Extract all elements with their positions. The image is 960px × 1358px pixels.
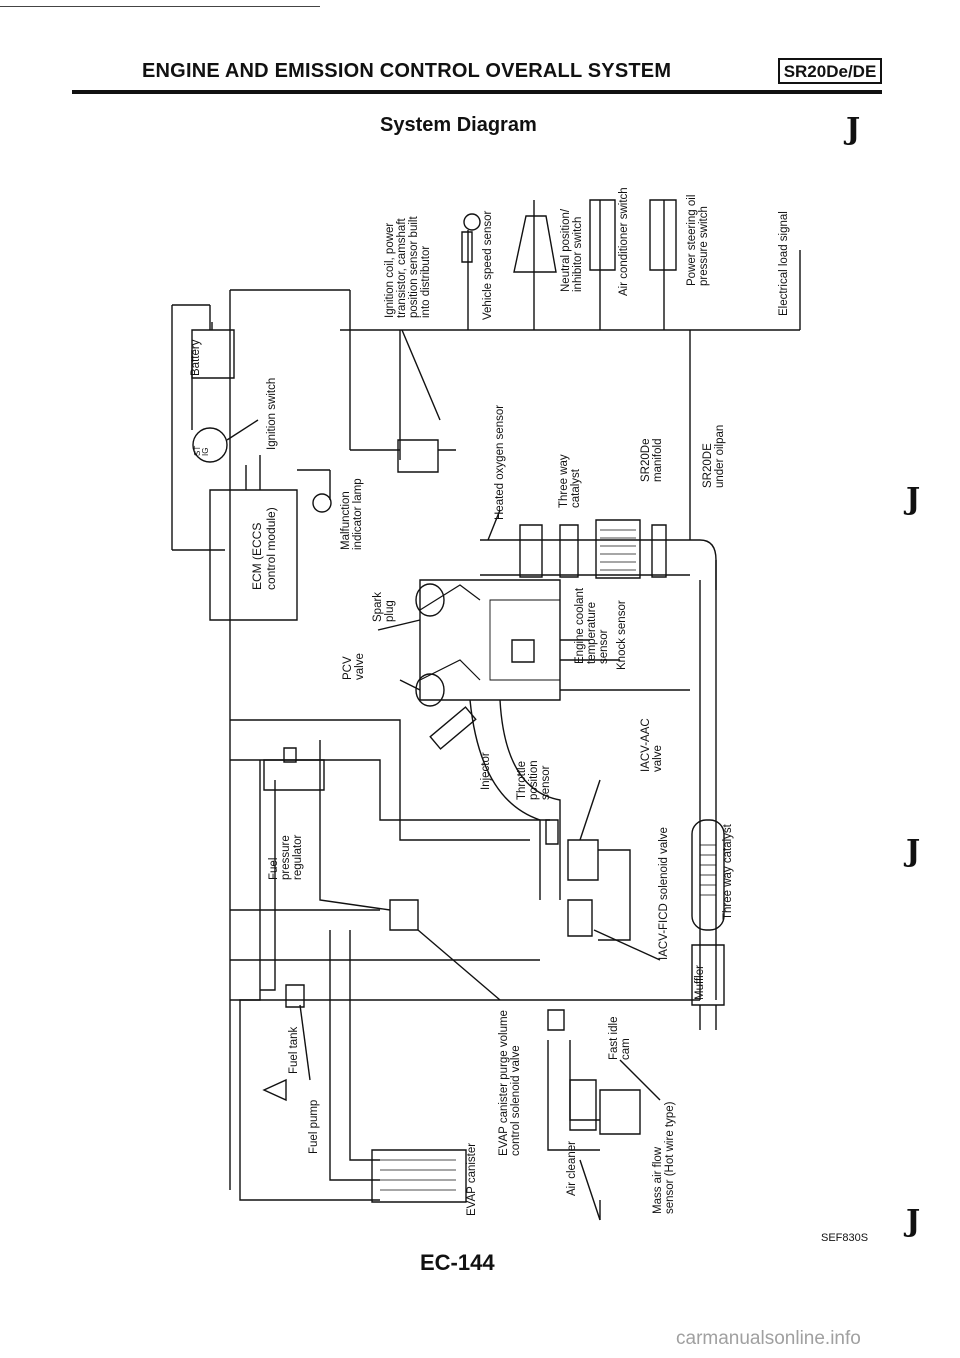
electrical-load-signal-label: Electrical load signal xyxy=(778,211,790,316)
revision-check-mark: J xyxy=(906,482,921,517)
throttle-position-sensor-icon xyxy=(546,820,558,844)
air-cleaner-label: Air cleaner xyxy=(566,1141,578,1196)
section-title: ENGINE AND EMISSION CONTROL OVERALL SYST… xyxy=(142,60,672,82)
injector-label: Injector xyxy=(480,752,492,790)
revision-check-mark: J xyxy=(846,112,861,147)
ignition-switch-positions: ST IG xyxy=(193,445,210,456)
muffler-label: Muffler xyxy=(694,965,706,1000)
throttle-position-sensor-label: Throttle position sensor xyxy=(516,760,552,800)
ignition-coil-label: Ignition coil, power transistor, camshaf… xyxy=(384,216,432,318)
page-number: EC-144 xyxy=(420,1250,495,1275)
iacv-aac-valve-label: IACV-AAC valve xyxy=(640,718,664,772)
flange xyxy=(560,525,578,577)
fuel-pump-icon xyxy=(264,1080,286,1100)
speedometer-icon xyxy=(464,214,480,230)
page-header: ENGINE AND EMISSION CONTROL OVERALL SYST… xyxy=(142,58,882,88)
fuel-pressure-regulator-icon xyxy=(264,760,324,790)
header-rule xyxy=(72,90,882,94)
spark-plug-label: Spark plug xyxy=(372,591,396,622)
flange xyxy=(520,525,542,577)
battery-label: Battery xyxy=(190,339,202,376)
fast-idle-cam-icon xyxy=(548,1010,564,1030)
injector-icon xyxy=(430,707,476,749)
iacv-ficd-valve-icon xyxy=(568,900,592,936)
sr20de-manifold-label: SR20De manifold xyxy=(640,438,664,482)
ignition-switch-label: Ignition switch xyxy=(266,377,278,450)
heated-oxygen-sensor-label: Heated oxygen sensor xyxy=(494,404,506,520)
air-duct xyxy=(548,1040,600,1150)
sensor-bus-wires xyxy=(230,200,800,540)
watermark: carmanualsonline.info xyxy=(676,1328,861,1349)
exhaust-pipe xyxy=(480,540,716,590)
three-way-catalyst-under-label: Three way catalyst xyxy=(722,824,734,920)
evap-canister-label: EVAP canister xyxy=(466,1142,478,1216)
manifold-catalyst-icon xyxy=(596,520,640,578)
revision-check-mark: J xyxy=(906,1204,921,1239)
spark-plug-icon xyxy=(416,584,444,616)
knock-sensor-label: Knock sensor xyxy=(616,600,628,670)
power-steering-switch-icon xyxy=(650,200,676,270)
sr20de-oilpan-label: SR20DE under oilpan xyxy=(702,424,726,488)
ecm-box xyxy=(210,490,297,620)
neutral-position-switch-label: Neutral position/ inhibitor switch xyxy=(560,208,584,292)
fuel-tank-label: Fuel tank xyxy=(288,1026,300,1074)
vehicle-speed-sensor-label: Vehicle speed sensor xyxy=(482,210,494,320)
mass-air-flow-sensor-icon xyxy=(600,1090,640,1134)
shift-lever-icon xyxy=(514,216,556,272)
engine-model-badge: SR20De/DE xyxy=(778,58,882,84)
ecm-label: ECM (ECCS control module) xyxy=(250,507,278,590)
fuel-pressure-regulator-label: Fuel pressure regulator xyxy=(268,834,304,880)
iacv-ficd-valve-label: IACV-FICD solenoid valve xyxy=(658,827,670,960)
flange xyxy=(652,525,666,577)
evap-canister-icon xyxy=(372,1150,466,1202)
power-steering-switch-label: Power steering oil pressure switch xyxy=(686,194,710,286)
evap-purge-valve-label: EVAP canister purge volume control solen… xyxy=(498,1010,522,1156)
pcv-valve-label: PCV valve xyxy=(342,653,366,680)
vehicle-speed-sensor-icon xyxy=(462,232,472,262)
mass-air-flow-sensor-label: Mass air flow sensor (Hot wire type) xyxy=(652,1101,676,1214)
revision-check-mark: J xyxy=(906,834,921,869)
malfunction-lamp-icon xyxy=(313,494,331,512)
engine-coolant-sensor-label: Engine coolant temperature sensor xyxy=(574,587,610,664)
intake-manifold xyxy=(470,700,540,900)
evap-purge-valve-icon xyxy=(390,900,418,930)
malfunction-lamp-label: Malfunction indicator lamp xyxy=(340,478,364,550)
muffler-icon xyxy=(692,945,724,1005)
air-conditioner-switch-icon xyxy=(590,200,615,270)
air-conditioner-switch-label: Air conditioner switch xyxy=(618,187,630,296)
fast-idle-cam-label: Fast idle cam xyxy=(608,1016,632,1060)
iacv-aac-valve-icon xyxy=(568,840,598,880)
ignition-switch-icon xyxy=(193,428,227,462)
combustion-chamber-icon xyxy=(512,640,534,662)
engine-block xyxy=(420,580,560,700)
fuel-pump-label: Fuel pump xyxy=(308,1099,320,1154)
figure-reference-code: SEF830S xyxy=(821,1232,869,1244)
underfloor-catalyst-icon xyxy=(692,820,724,930)
heated-oxygen-sensor-icon xyxy=(398,440,438,472)
pcv-valve-icon xyxy=(416,674,444,706)
fuel-tank-icon xyxy=(286,985,304,1007)
diagram-title: System Diagram xyxy=(380,114,537,136)
air-cleaner-icon xyxy=(570,1080,596,1130)
three-way-catalyst-label: Three way catalyst xyxy=(558,454,582,508)
battery-icon xyxy=(192,330,234,378)
top-edge-line xyxy=(0,6,320,7)
